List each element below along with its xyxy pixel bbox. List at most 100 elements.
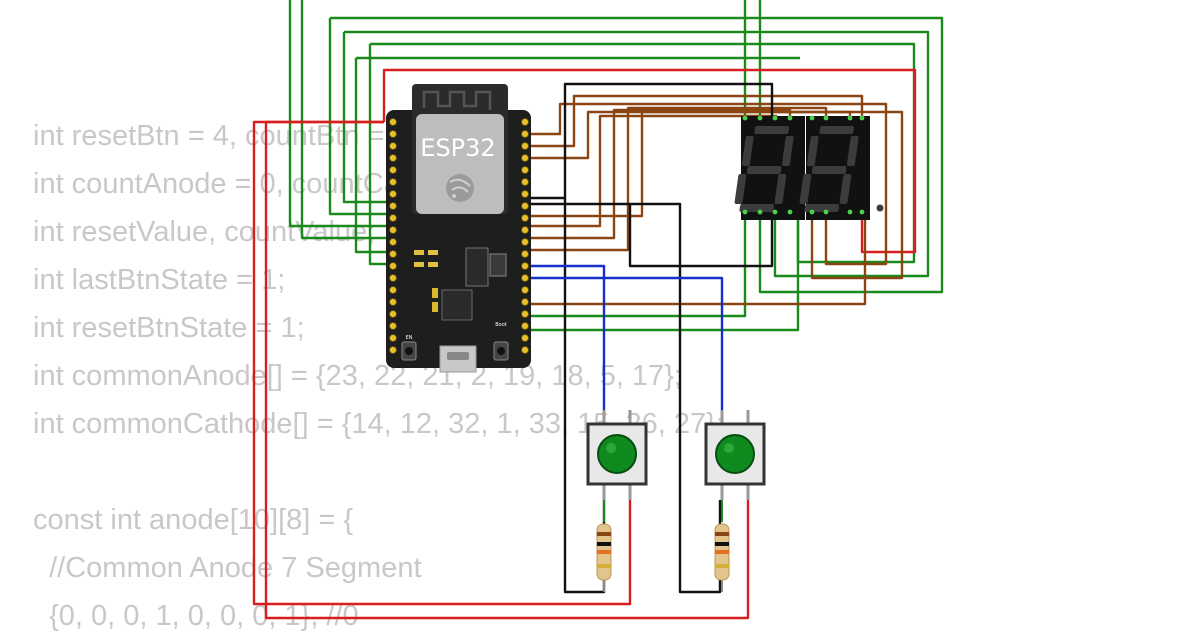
header-pin[interactable]: [389, 262, 397, 270]
header-pin[interactable]: [521, 262, 529, 270]
smd-capacitor: [432, 302, 438, 312]
display-pin: [757, 209, 763, 215]
header-pin[interactable]: [521, 190, 529, 198]
segment: [754, 126, 790, 134]
header-pin[interactable]: [521, 202, 529, 210]
code-line: const int anode[10][8] = {: [33, 504, 354, 536]
segment: [739, 204, 775, 212]
right-header-pins[interactable]: [521, 118, 529, 354]
header-pin[interactable]: [521, 166, 529, 174]
smd-resistor: [428, 250, 438, 255]
reset-button[interactable]: [704, 410, 766, 500]
resistor-reset[interactable]: [714, 500, 730, 592]
header-pin[interactable]: [389, 274, 397, 282]
header-pin[interactable]: [389, 310, 397, 318]
header-pin[interactable]: [521, 154, 529, 162]
segment: [819, 126, 855, 134]
header-pin[interactable]: [389, 322, 397, 330]
header-pin[interactable]: [389, 298, 397, 306]
header-pin[interactable]: [521, 334, 529, 342]
en-button-cap-icon: [405, 347, 413, 355]
header-pin[interactable]: [521, 226, 529, 234]
header-pin[interactable]: [389, 346, 397, 354]
display-pin: [787, 209, 793, 215]
header-pin[interactable]: [389, 118, 397, 126]
header-pin[interactable]: [389, 202, 397, 210]
rf-shield: [416, 114, 504, 214]
boot-label: Boot: [495, 322, 507, 328]
display-pin: [847, 115, 853, 121]
esp32-board[interactable]: ESP32 EN Boot: [386, 84, 531, 373]
header-pin[interactable]: [521, 130, 529, 138]
segment: [806, 136, 819, 166]
header-pin[interactable]: [521, 286, 529, 294]
header-pin[interactable]: [389, 250, 397, 258]
header-pin[interactable]: [389, 130, 397, 138]
button-cap-icon: [715, 434, 755, 474]
segment: [811, 166, 847, 174]
display-pin: [823, 209, 829, 215]
segment: [839, 174, 852, 204]
code-line: {0, 0, 0, 1, 0, 0, 0, 1}, //0: [33, 600, 359, 632]
en-label: EN: [406, 335, 413, 341]
header-pin[interactable]: [521, 322, 529, 330]
decimal-point: [876, 204, 884, 212]
header-pin[interactable]: [521, 238, 529, 246]
header-pin[interactable]: [389, 214, 397, 222]
segment: [774, 174, 787, 204]
display-pin: [859, 115, 865, 121]
segment-glyph: [734, 126, 819, 212]
antenna-trace: [422, 90, 492, 110]
display-pin: [809, 209, 815, 215]
header-pin[interactable]: [389, 238, 397, 246]
display-pin: [859, 209, 865, 215]
boot-button-cap-icon: [497, 347, 505, 355]
header-pin[interactable]: [521, 298, 529, 306]
header-pin[interactable]: [389, 190, 397, 198]
header-pin[interactable]: [389, 142, 397, 150]
code-line: int resetBtnState = 1;: [33, 312, 305, 344]
header-pin[interactable]: [521, 346, 529, 354]
header-pin[interactable]: [389, 166, 397, 174]
display-pin: [742, 209, 748, 215]
header-pin[interactable]: [521, 142, 529, 150]
display-pin: [772, 209, 778, 215]
smd-resistor: [428, 262, 438, 267]
segment: [746, 166, 782, 174]
smd-resistor: [414, 262, 424, 267]
header-pin[interactable]: [389, 226, 397, 234]
header-pin[interactable]: [521, 310, 529, 318]
code-line: int lastBtnState = 1;: [33, 264, 286, 296]
resistor-count[interactable]: [596, 500, 612, 592]
wires-red: [252, 68, 917, 620]
regulator-chip: [465, 247, 489, 287]
wires: [252, 0, 944, 620]
segment: [741, 136, 754, 166]
header-pin[interactable]: [521, 250, 529, 258]
header-pin[interactable]: [521, 118, 529, 126]
header-pin[interactable]: [389, 178, 397, 186]
wires-blue: [525, 264, 724, 410]
left-header-pins[interactable]: [389, 118, 397, 354]
wires-black: [525, 82, 774, 594]
header-pin[interactable]: [521, 274, 529, 282]
code-line: int resetValue, countValue;: [33, 216, 376, 248]
segment: [804, 204, 840, 212]
display-pin: [847, 209, 853, 215]
smd-component: [489, 253, 507, 277]
header-pin[interactable]: [389, 286, 397, 294]
smd-resistor: [414, 250, 424, 255]
header-pin[interactable]: [389, 154, 397, 162]
code-line: int commonAnode[] = {23, 22, 21, 2, 19, …: [33, 360, 682, 392]
segment: [799, 174, 812, 204]
display-pin: [823, 115, 829, 121]
display-pin: [757, 115, 763, 121]
button-cap-icon: [597, 434, 637, 474]
seven-segment-right: [799, 116, 884, 220]
header-pin[interactable]: [521, 178, 529, 186]
segment: [781, 136, 794, 166]
header-pin[interactable]: [521, 214, 529, 222]
count-button[interactable]: [586, 410, 648, 500]
header-pin[interactable]: [389, 334, 397, 342]
display-pin: [742, 115, 748, 121]
